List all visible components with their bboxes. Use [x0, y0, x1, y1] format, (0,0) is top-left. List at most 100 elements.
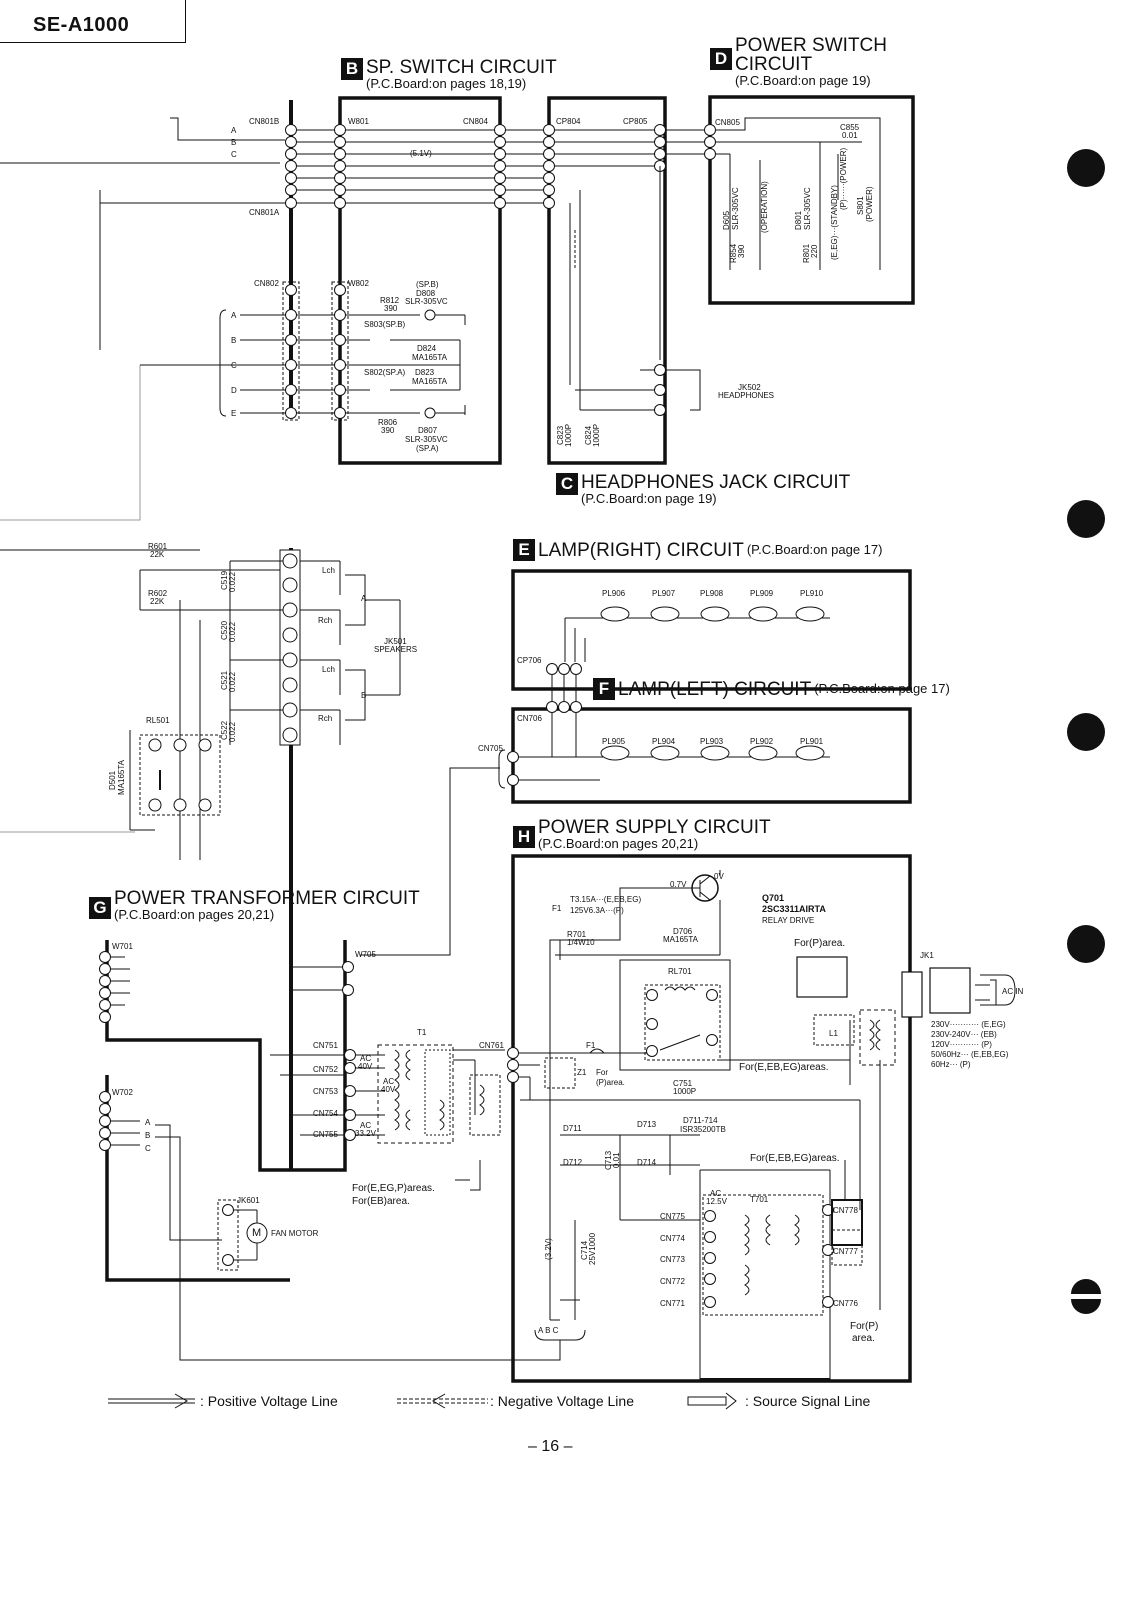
section-e-title: LAMP(RIGHT) CIRCUIT [538, 539, 744, 561]
label-cn802: CN802 [254, 279, 279, 288]
label-cn754: CN754 [313, 1109, 338, 1118]
label-cn705: CN705 [478, 744, 503, 753]
label-d808-type: SLR-305VC [405, 297, 448, 306]
fan-motor-symbol: M [252, 1227, 262, 1239]
label-c520-value: 0.022 [228, 621, 237, 642]
label-spa: (SP.A) [416, 444, 439, 453]
label-cn774: CN774 [660, 1234, 685, 1243]
label-r602-value: 22K [150, 597, 165, 606]
label-pl907: PL907 [652, 589, 676, 598]
label-cn805: CN805 [715, 118, 740, 127]
label-pl908: PL908 [700, 589, 724, 598]
label-c519-value: 0.022 [228, 571, 237, 592]
label-s801-type: (POWER) [865, 186, 874, 222]
label-cp805: CP805 [623, 117, 648, 126]
section-c-badge: C [556, 473, 578, 495]
label-rch-a: Rch [318, 616, 333, 625]
label-cn772: CN772 [660, 1277, 685, 1286]
section-b-heading: B SP. SWITCH CIRCUIT (P.C.Board:on pages… [341, 58, 557, 91]
label-voltage-5: 60Hz··· (P) [931, 1060, 971, 1069]
label-w702-a: A [145, 1118, 151, 1127]
section-d-badge: D [710, 48, 732, 70]
section-c-title: HEADPHONES JACK CIRCUIT [581, 472, 851, 493]
label-cn753: CN753 [313, 1087, 338, 1096]
label-c751-value: 1000P [673, 1087, 697, 1096]
label-cn777: CN777 [833, 1247, 858, 1256]
label-lch-b: Lch [322, 665, 335, 674]
label-ac332: AC [360, 1121, 372, 1130]
section-d-subtitle: (P.C.Board:on page 19) [735, 73, 871, 88]
label-d824: D824 [417, 344, 437, 353]
label-s801: S801 [856, 196, 865, 215]
label-pl904: PL904 [652, 737, 676, 746]
binder-hole-5 [1067, 1277, 1105, 1315]
legend-negative-label: : Negative Voltage Line [490, 1393, 634, 1409]
label-w702: W702 [112, 1088, 133, 1097]
label-c714-value: 25V1000 [588, 1232, 597, 1265]
label-r701-value: 1/4W10 [567, 938, 595, 947]
label-speaker-b: B [361, 691, 367, 700]
section-f-subtitle: (P.C.Board:on page 17) [814, 681, 950, 696]
label-jk1: JK1 [920, 951, 934, 960]
label-5v1: (5.1V) [410, 149, 432, 158]
label-for-e-eb-eg-areas-2: For(E,EB,EG)areas. [750, 1153, 840, 1164]
label-d808: D808 [416, 289, 436, 298]
label-d501: D501 [108, 770, 117, 790]
label-voltage-1: 230V··········· (E,EG) [931, 1020, 1006, 1029]
pin-b-mid: B [231, 336, 237, 345]
section-h-badge: H [513, 826, 535, 848]
label-for-e-eb-eg-areas: For(E,EB,EG)areas. [739, 1062, 829, 1073]
label-s803: S803(SP.B) [364, 320, 406, 329]
section-h-subtitle: (P.C.Board:on pages 20,21) [538, 836, 699, 851]
label-for-p-area: For(P)area. [794, 938, 846, 949]
label-rl701: RL701 [668, 967, 692, 976]
label-d714: D714 [637, 1158, 657, 1167]
label-r602: R602 [148, 589, 168, 598]
label-pl909: PL909 [750, 589, 774, 598]
label-cn775: CN775 [660, 1212, 685, 1221]
label-d501-type: MA165TA [117, 760, 126, 795]
label-d706: D706 [673, 927, 693, 936]
label-jk502-type: HEADPHONES [718, 391, 775, 400]
label-cn771: CN771 [660, 1299, 685, 1308]
label-r701: R701 [567, 930, 587, 939]
section-f-badge: F [593, 678, 615, 700]
label-d713: D713 [637, 1120, 657, 1129]
label-rch-b: Rch [318, 714, 333, 723]
pin-c-mid: C [231, 361, 237, 370]
label-voltage-3: 120V··········· (P) [931, 1040, 992, 1049]
label-ac332-value: 33.2V [355, 1129, 376, 1138]
label-r601: R601 [148, 542, 168, 551]
label-c855: C855 [840, 123, 860, 132]
section-d-heading: D POWER SWITCH CIRCUIT (P.C.Board:on pag… [710, 36, 887, 88]
label-cn752: CN752 [313, 1065, 338, 1074]
pin-e-mid: E [231, 409, 237, 418]
label-c823-value: 1000P [564, 423, 573, 447]
label-isr35200tb: ISR35200TB [680, 1125, 726, 1134]
label-p-area: (P)area. [596, 1078, 625, 1087]
binder-hole-2 [1067, 500, 1105, 538]
section-g-badge: G [89, 897, 111, 919]
label-d823: D823 [415, 368, 435, 377]
label-cn706: CN706 [517, 714, 542, 723]
binder-hole-4 [1067, 925, 1105, 963]
label-speaker-a: A [361, 594, 367, 603]
label-0-7v: 0.7V [670, 880, 687, 889]
label-fan-motor: FAN MOTOR [271, 1229, 319, 1238]
section-b-title: SP. SWITCH CIRCUIT [366, 57, 557, 78]
label-d706-type: MA165TA [663, 935, 698, 944]
section-g-heading: G POWER TRANSFORMER CIRCUIT (P.C.Board:o… [89, 889, 420, 922]
label-cp804: CP804 [556, 117, 581, 126]
label-d801: D801 [794, 210, 803, 230]
section-b-badge: B [341, 58, 363, 80]
section-f-heading: F LAMP(LEFT) CIRCUIT (P.C.Board:on page … [593, 678, 950, 700]
label-cn755: CN755 [313, 1130, 338, 1139]
label-for: For [596, 1068, 608, 1077]
model-header-box [0, 0, 186, 43]
label-c521-value: 0.022 [228, 671, 237, 692]
label-pl901: PL901 [800, 737, 824, 746]
label-jk502: JK502 [738, 383, 761, 392]
section-g-subtitle: (P.C.Board:on pages 20,21) [114, 907, 275, 922]
label-r812: R812 [380, 296, 400, 305]
